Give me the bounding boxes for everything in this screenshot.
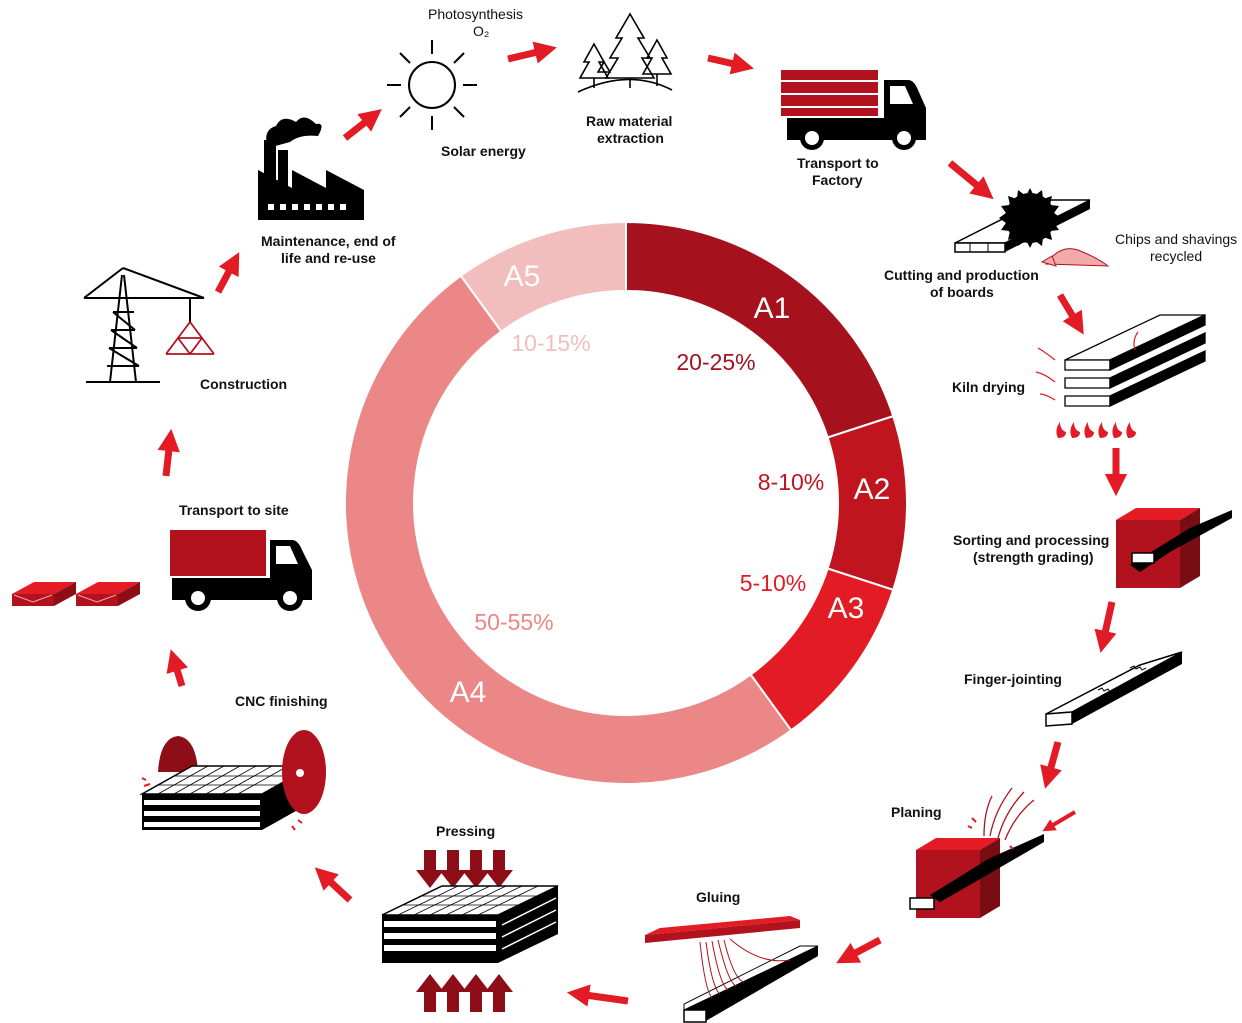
arrow-sorting-to-finger: [1094, 601, 1117, 653]
arrow-photosynthesis-to-forest: [507, 41, 557, 64]
ring-label-a4: A4: [450, 676, 487, 709]
ring-percent-a5: 10-15%: [511, 330, 590, 356]
truck-to-site-icon: [12, 530, 312, 611]
kiln-drying-label: Kiln drying: [952, 379, 1026, 395]
cnc-finishing-label: CNC finishing: [235, 693, 328, 709]
ring-segment-a1: [625, 220, 895, 439]
ring-labels: A1 20-25% A2 8-10% A3 5-10% A4 50-55% A5 10-15%: [450, 260, 891, 709]
lifecycle-ring: [344, 220, 908, 785]
maintenance-label-line1: Maintenance, end of: [261, 233, 396, 249]
crane-icon: [83, 267, 215, 383]
arrow-cutting-to-kiln: [1056, 293, 1084, 335]
cutting-label-line2: of boards: [930, 284, 994, 300]
flow-arrows: [157, 41, 1128, 1007]
transport-factory-label-line2: Factory: [812, 172, 863, 188]
arrow-pressing-to-cnc: [314, 867, 353, 903]
gluing-label: Gluing: [696, 889, 741, 905]
sorting-label-line2: (strength grading): [973, 549, 1094, 565]
ring-percent-a1: 20-25%: [676, 349, 755, 375]
truck-to-factory-icon: [781, 70, 926, 150]
ring-label-a3: A3: [828, 592, 865, 625]
construction-label: Construction: [200, 376, 288, 392]
arrow-construction-to-maintenance: [214, 252, 240, 294]
ring-label-a5: A5: [504, 260, 541, 293]
chips-label-line1: Chips and shavings: [1115, 231, 1238, 247]
finger-joint-icon: [1045, 651, 1183, 727]
arrow-finger-to-planing: [1040, 741, 1062, 789]
arrow-forest-to-truck: [707, 52, 754, 75]
arrow-cnc-to-transport: [166, 649, 188, 688]
cnc-icon: [139, 730, 326, 831]
sorting-label-line1: Sorting and processing: [953, 532, 1110, 548]
arrow-maintenance-to-sun: [342, 109, 382, 141]
transport-factory-label-line1: Transport to: [797, 155, 879, 171]
ring-label-a2: A2: [854, 473, 891, 506]
gluing-icon: [645, 916, 819, 1023]
maintenance-label-line2: life and re-use: [281, 250, 376, 266]
ring-percent-a3: 5-10%: [740, 570, 806, 596]
ring-percent-a2: 8-10%: [758, 469, 824, 495]
kiln-drying-icon: [1035, 313, 1206, 438]
transport-site-label: Transport to site: [179, 502, 289, 518]
ring-segment-a4: [344, 274, 793, 785]
arrow-gluing-to-pressing: [566, 984, 629, 1007]
photosynthesis-label: Photosynthesis: [428, 6, 523, 22]
sun-icon: [387, 40, 477, 130]
raw-material-label-line1: Raw material: [586, 113, 673, 129]
arrow-truck-to-cutting: [947, 160, 994, 200]
press-icon: [381, 850, 559, 1012]
pressing-label: Pressing: [436, 823, 496, 839]
ring-segment-a5: [459, 220, 627, 333]
solar-energy-label: Solar energy: [441, 143, 526, 159]
saw-cutting-icon: [954, 188, 1110, 267]
chips-label-line2: recycled: [1150, 248, 1203, 264]
finger-jointing-label: Finger-jointing: [964, 671, 1062, 687]
forest-icon: [577, 12, 673, 93]
arrow-transport-to-construction: [157, 428, 180, 477]
grading-machine-icon: [1116, 508, 1232, 588]
planing-label: Planing: [891, 804, 942, 820]
planer-icon: [909, 787, 1077, 918]
raw-material-label-line2: extraction: [597, 130, 664, 146]
ring-percent-a4: 50-55%: [474, 609, 553, 635]
ring-label-a1: A1: [754, 292, 791, 325]
cutting-label-line1: Cutting and production: [884, 267, 1039, 283]
oxygen-label: O₂: [473, 23, 490, 39]
factory-icon: [258, 117, 364, 220]
arrow-planing-to-gluing: [836, 936, 882, 964]
